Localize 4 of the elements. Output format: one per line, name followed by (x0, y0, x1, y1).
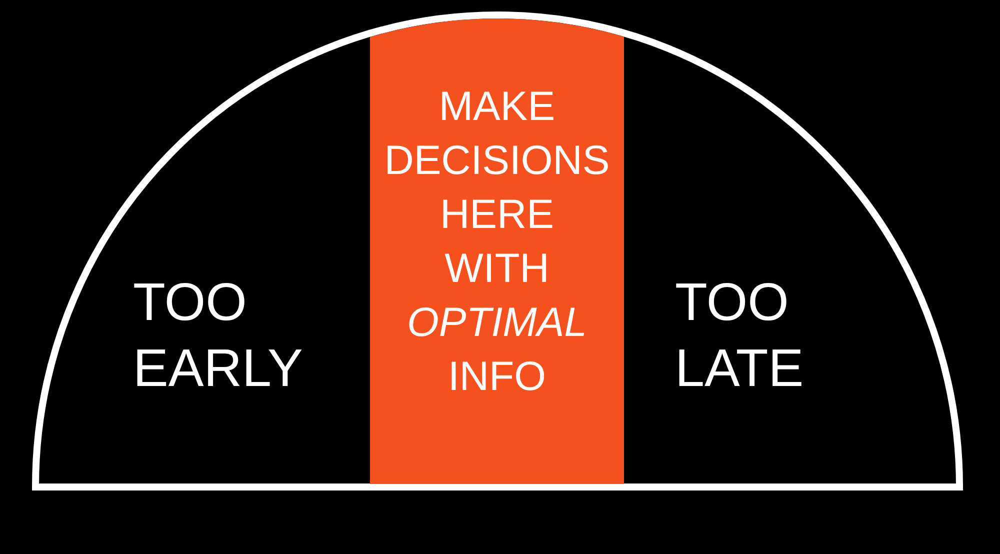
zone-label: TOO LATE (675, 272, 805, 400)
zone-label: TOO EARLY (133, 272, 304, 400)
highlight-band (370, 18, 624, 484)
band-label: MAKE DECISIONS HERE WITH OPTIMAL INFO (383, 82, 611, 401)
